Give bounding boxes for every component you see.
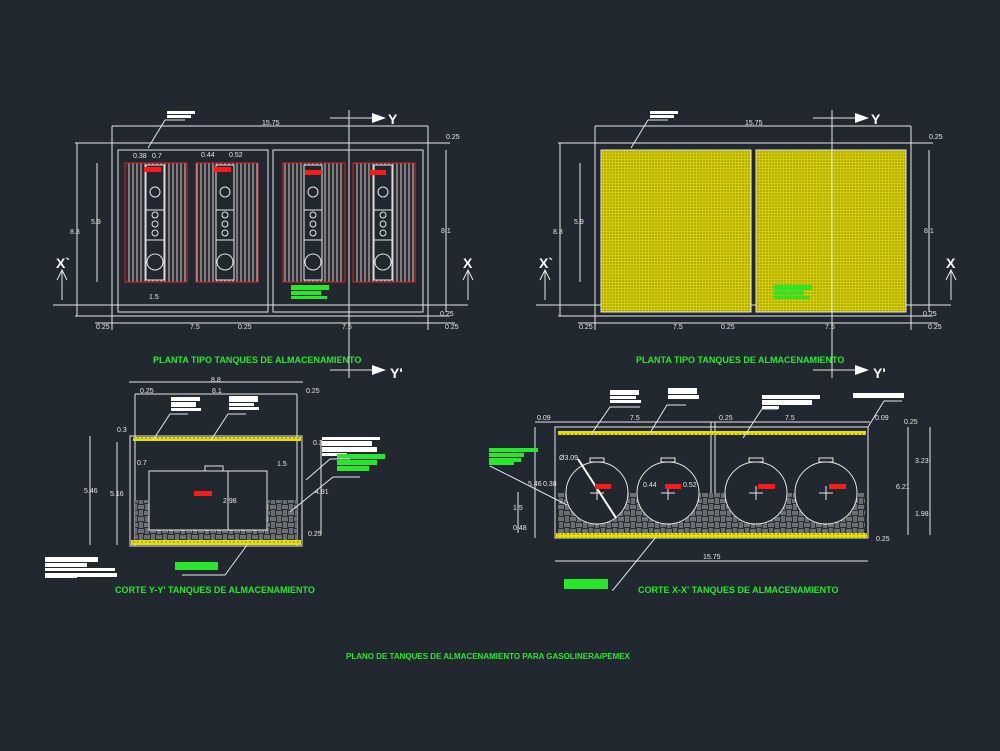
section-yy-dimensions: 8.8 8.1 0.25 0.25 0.3 5.46 5.16 0.7 1.5 … <box>84 377 329 538</box>
svg-text:0.25: 0.25 <box>306 388 320 395</box>
svg-text:7.5: 7.5 <box>673 324 683 331</box>
svg-text:0.25: 0.25 <box>440 311 454 318</box>
svg-text:5.16: 5.16 <box>110 491 124 498</box>
svg-text:1.5: 1.5 <box>513 505 523 512</box>
svg-text:0.38: 0.38 <box>133 153 147 160</box>
svg-text:0.52: 0.52 <box>683 482 697 489</box>
svg-text:15.75: 15.75 <box>262 120 280 127</box>
svg-text:0.25: 0.25 <box>904 419 918 426</box>
plan-left: Y Y' X` X 15.75 0.25 8.8 5.9 8.1 1.5 0.2… <box>53 110 474 381</box>
section-marker-y: Y <box>388 111 398 127</box>
section-marker-x-prime: X` <box>539 255 553 271</box>
svg-text:Ø3.09: Ø3.09 <box>559 455 578 462</box>
svg-text:8.8: 8.8 <box>553 229 563 236</box>
svg-text:0.25: 0.25 <box>308 531 322 538</box>
plan-right-title: PLANTA TIPO TANQUES DE ALMACENAMIENTO <box>636 355 844 365</box>
svg-text:5.46: 5.46 <box>84 488 98 495</box>
section-yy: 8.8 8.1 0.25 0.25 0.3 5.46 5.16 0.7 1.5 … <box>45 377 385 595</box>
svg-text:4.91: 4.91 <box>315 489 329 496</box>
base-slab-hatch <box>131 540 301 545</box>
svg-text:8.1: 8.1 <box>441 228 451 235</box>
section-marker-y-prime: Y' <box>390 365 403 381</box>
svg-text:0.09: 0.09 <box>537 415 551 422</box>
section-marker-y: Y <box>871 111 881 127</box>
section-xx-title: CORTE X-X' TANQUES DE ALMACENAMIENTO <box>638 585 838 595</box>
svg-text:0.7: 0.7 <box>152 153 162 160</box>
tank-section <box>148 470 268 531</box>
svg-text:0.44: 0.44 <box>201 152 215 159</box>
svg-text:7.5: 7.5 <box>630 415 640 422</box>
section-marker-x-prime: X` <box>56 255 70 271</box>
svg-text:1.98: 1.98 <box>915 511 929 518</box>
svg-text:15.75: 15.75 <box>703 554 721 561</box>
svg-text:0.3: 0.3 <box>313 440 323 447</box>
svg-text:0.09: 0.09 <box>875 415 889 422</box>
svg-text:1.5: 1.5 <box>277 461 287 468</box>
svg-text:1.5: 1.5 <box>149 294 159 301</box>
svg-text:0.25: 0.25 <box>719 415 733 422</box>
plan-dimensions: 15.75 0.25 8.8 5.9 8.1 0.25 7.5 0.25 7.5… <box>553 120 943 331</box>
section-xx: 0.09 7.5 0.25 7.5 0.09 0.25 3.23 6.21 1.… <box>489 388 931 595</box>
svg-text:0.25: 0.25 <box>96 324 110 331</box>
svg-text:0.25: 0.25 <box>238 324 252 331</box>
plan-dimensions: 15.75 0.25 8.8 5.9 8.1 1.5 0.25 7.5 0.25… <box>70 120 460 331</box>
svg-text:0.38: 0.38 <box>543 481 557 488</box>
tank-tag <box>144 167 386 175</box>
svg-text:0.7: 0.7 <box>137 460 147 467</box>
section-marker-x: X <box>946 255 956 271</box>
svg-text:0.25: 0.25 <box>923 311 937 318</box>
slab-hatch <box>600 149 752 313</box>
svg-text:0.25: 0.25 <box>929 134 943 141</box>
svg-text:0.25: 0.25 <box>579 324 593 331</box>
svg-text:0.25: 0.25 <box>928 324 942 331</box>
svg-text:8.1: 8.1 <box>924 228 934 235</box>
svg-text:5.46: 5.46 <box>528 481 542 488</box>
svg-text:8.1: 8.1 <box>212 388 222 395</box>
svg-text:0.25: 0.25 <box>446 134 460 141</box>
section-xx-dimensions: 0.09 7.5 0.25 7.5 0.09 0.25 3.23 6.21 1.… <box>513 415 929 561</box>
svg-text:0.3: 0.3 <box>117 427 127 434</box>
section-yy-title: CORTE Y-Y' TANQUES DE ALMACENAMIENTO <box>115 585 315 595</box>
svg-text:7.5: 7.5 <box>190 324 200 331</box>
sheet-title: PLANO DE TANQUES DE ALMACENAMIENTO PARA … <box>346 652 631 661</box>
svg-text:6.21: 6.21 <box>896 484 910 491</box>
svg-text:2.98: 2.98 <box>223 498 237 505</box>
svg-text:0.48: 0.48 <box>513 525 527 532</box>
svg-text:5.9: 5.9 <box>91 219 101 226</box>
section-marker-y-prime: Y' <box>873 365 886 381</box>
svg-text:3.23: 3.23 <box>915 458 929 465</box>
svg-text:0.25: 0.25 <box>876 536 890 543</box>
plan-left-title: PLANTA TIPO TANQUES DE ALMACENAMIENTO <box>153 355 361 365</box>
svg-text:7.5: 7.5 <box>825 324 835 331</box>
svg-text:7.5: 7.5 <box>785 415 795 422</box>
svg-text:0.25: 0.25 <box>445 324 459 331</box>
svg-text:0.44: 0.44 <box>643 482 657 489</box>
svg-text:0.25: 0.25 <box>721 324 735 331</box>
tank-plan <box>124 162 416 283</box>
svg-text:0.52: 0.52 <box>229 152 243 159</box>
top-slab-hatch <box>133 437 301 441</box>
svg-text:7.5: 7.5 <box>342 324 352 331</box>
svg-text:8.8: 8.8 <box>211 377 221 384</box>
svg-text:0.25: 0.25 <box>140 388 154 395</box>
svg-text:15.75: 15.75 <box>745 120 763 127</box>
plan-right: Y Y' X` X 15.75 0.25 8.8 5.9 8.1 0.25 7.… <box>536 110 957 381</box>
svg-text:5.9: 5.9 <box>574 219 584 226</box>
section-marker-x: X <box>463 255 473 271</box>
svg-text:8.8: 8.8 <box>70 229 80 236</box>
